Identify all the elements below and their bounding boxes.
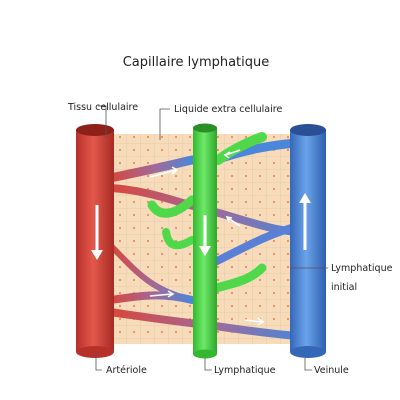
venule-vessel [290,124,326,358]
label-lymphatic: Lymphatique [214,365,276,376]
label-initial-lymphatic-2: initial [331,282,357,293]
lymphatic-leader [205,358,212,370]
label-initial-lymphatic: Lymphatique [331,263,393,274]
arteriole-vessel [76,124,114,358]
label-arteriole: Artériole [106,365,147,376]
label-tissue: Tissu cellulaire [67,102,138,113]
page-title: Capillaire lymphatique [123,55,270,70]
label-venule: Veinule [314,365,349,376]
venule-leader [305,358,312,370]
label-extracellular-fluid: Liquide extra cellulaire [174,104,282,115]
